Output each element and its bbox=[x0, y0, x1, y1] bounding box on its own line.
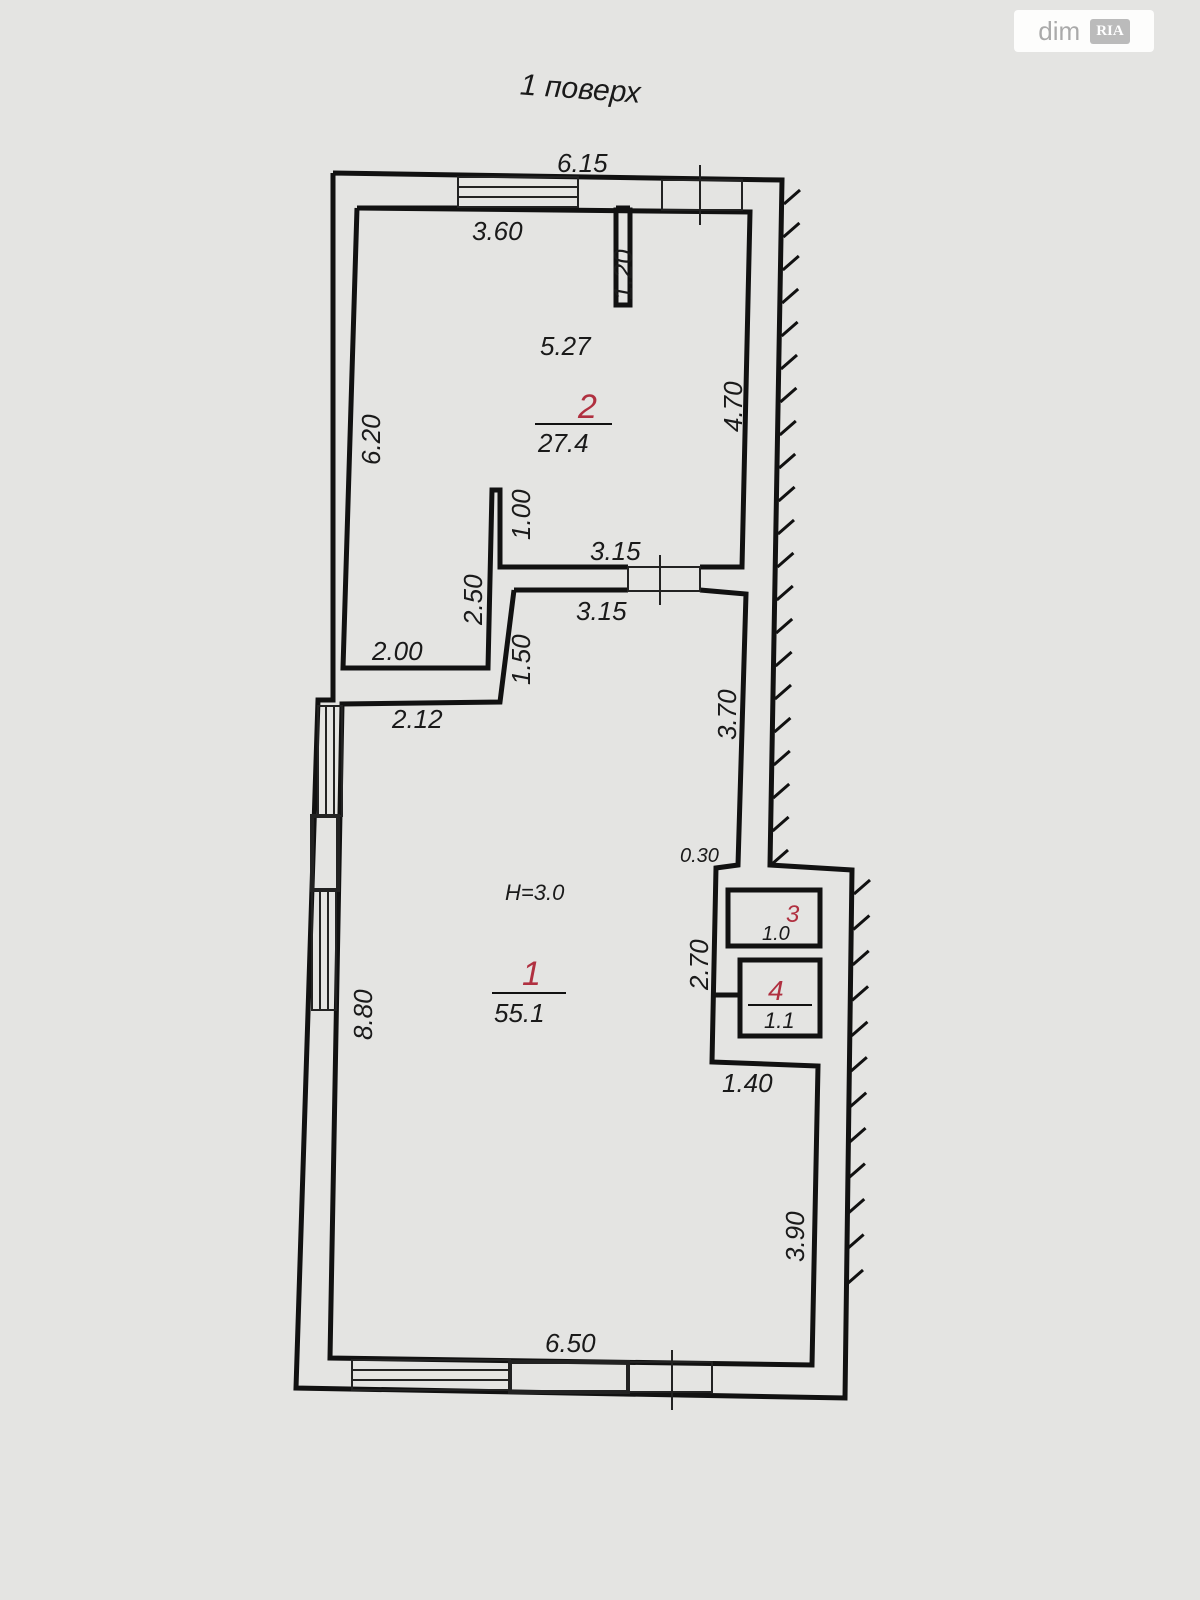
exterior-hatching bbox=[771, 188, 871, 1286]
hatch-mark bbox=[851, 985, 870, 1002]
dim-top-total: 6.15 bbox=[557, 148, 608, 178]
hatch-mark bbox=[780, 320, 799, 338]
hatch-mark bbox=[771, 815, 790, 833]
hatch-mark bbox=[850, 1020, 869, 1037]
dim-mid-upper: 3.15 bbox=[590, 536, 641, 566]
hatch-mark bbox=[783, 188, 801, 206]
dim-step: 2.12 bbox=[391, 704, 443, 734]
doors bbox=[627, 165, 743, 1410]
room1-number: 1 bbox=[522, 955, 541, 993]
room3-walls bbox=[725, 887, 823, 949]
dim-stub: 1.00 bbox=[506, 489, 536, 540]
hatch-mark bbox=[775, 584, 794, 602]
outer-wall bbox=[293, 170, 855, 1401]
hatch-mark bbox=[853, 878, 871, 896]
floor-title: 1 поверх bbox=[519, 68, 643, 109]
dim-room2-width: 5.27 bbox=[540, 331, 592, 361]
hatch-mark bbox=[775, 617, 794, 635]
room3-number: 3 bbox=[786, 901, 800, 928]
dim-bath-height: 2.70 bbox=[684, 939, 714, 991]
hatch-mark bbox=[778, 419, 797, 437]
dim-room1-right-lower: 3.90 bbox=[780, 1211, 810, 1262]
hatch-mark bbox=[777, 518, 795, 536]
room2-area: 27.4 bbox=[537, 428, 589, 458]
dimria-watermark: dim RIA bbox=[1014, 10, 1154, 52]
hatch-mark bbox=[772, 749, 791, 767]
room4-number: 4 bbox=[768, 975, 784, 1006]
watermark-brand: dim bbox=[1038, 15, 1081, 46]
hatch-mark bbox=[779, 386, 798, 404]
room1-area: 55.1 bbox=[494, 998, 545, 1028]
room3-area: 1.0 bbox=[762, 923, 790, 945]
room2-lower-partition bbox=[340, 207, 628, 671]
hatch-mark bbox=[846, 1233, 865, 1250]
hatch-mark bbox=[849, 1056, 868, 1073]
dim-mid-lower: 3.15 bbox=[576, 596, 627, 626]
partition-wall bbox=[613, 207, 633, 308]
hatch-mark bbox=[848, 1127, 867, 1144]
dim-partition: 1.20 bbox=[608, 249, 638, 300]
windows bbox=[310, 176, 630, 1394]
height-note: H=3.0 bbox=[505, 880, 565, 905]
hatch-mark bbox=[846, 1268, 864, 1286]
dim-nook-side: 1.50 bbox=[506, 634, 536, 685]
hatch-mark bbox=[772, 782, 791, 800]
hatch-mark bbox=[777, 485, 796, 503]
hatch-mark bbox=[847, 1197, 866, 1215]
dim-top-window: 3.60 bbox=[472, 216, 523, 246]
dim-offset: 0.30 bbox=[680, 845, 719, 867]
dim-room1-left: 8.80 bbox=[348, 989, 378, 1040]
hatch-mark bbox=[778, 452, 797, 470]
hatch-mark bbox=[773, 716, 792, 734]
hatch-mark bbox=[781, 287, 800, 305]
hatch-mark bbox=[780, 353, 798, 371]
hatch-mark bbox=[851, 949, 870, 967]
hatch-mark bbox=[771, 848, 789, 866]
room4-area: 1.1 bbox=[764, 1008, 795, 1033]
hatch-mark bbox=[847, 1162, 866, 1179]
hatch-mark bbox=[849, 1091, 868, 1108]
room1-inner-outline bbox=[327, 587, 821, 1368]
hatch-mark bbox=[852, 914, 871, 931]
hatch-mark bbox=[782, 221, 801, 239]
watermark-badge: RIA bbox=[1090, 18, 1130, 44]
hatch-mark bbox=[781, 254, 800, 272]
dim-bottom: 6.50 bbox=[545, 1328, 596, 1358]
room4-walls bbox=[737, 957, 823, 1039]
hatch-mark bbox=[774, 683, 792, 701]
dim-room1-right-upper: 3.70 bbox=[712, 689, 742, 740]
hatch-mark bbox=[774, 650, 793, 668]
dim-room2-left: 6.20 bbox=[356, 414, 386, 465]
dim-nook-height: 2.50 bbox=[458, 574, 488, 626]
dim-room2-right: 4.70 bbox=[718, 381, 748, 432]
dim-nook-width: 2.00 bbox=[371, 636, 423, 666]
room2-number: 2 bbox=[577, 388, 597, 426]
room2-inner-outline bbox=[356, 205, 753, 570]
hatch-mark bbox=[776, 551, 795, 569]
dim-bath-width: 1.40 bbox=[722, 1068, 773, 1098]
